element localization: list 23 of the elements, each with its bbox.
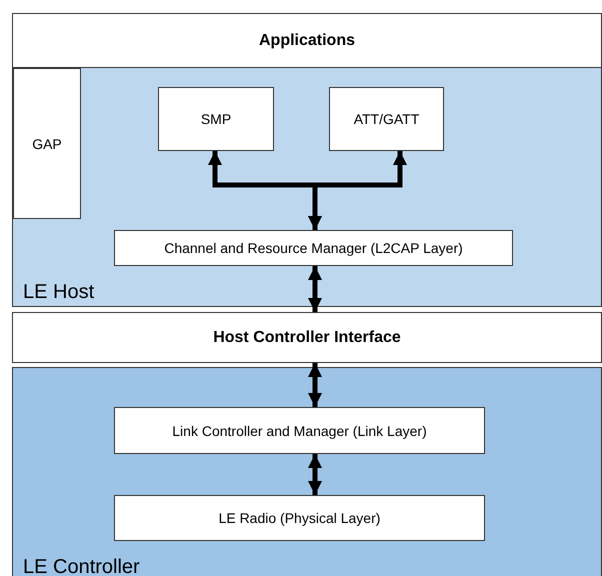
band-label: LE Controller	[23, 556, 140, 576]
double-arrow	[308, 454, 322, 495]
layer-band	[12, 367, 602, 576]
layer-band	[12, 67, 602, 307]
protocol-box	[158, 87, 274, 151]
box-label: SMP	[200, 111, 232, 127]
box-label: Channel and Resource Manager (L2CAP Layer)	[164, 240, 463, 256]
box-label: Link Controller and Manager (Link Layer)	[172, 422, 427, 438]
band-label: LE Host	[23, 281, 94, 304]
double-arrow	[308, 363, 322, 407]
box-label: Applications	[258, 32, 355, 50]
layer-box	[114, 495, 485, 541]
layer-box	[12, 312, 602, 363]
box-label: ATT/GATT	[354, 111, 420, 127]
box-label: LE Radio (Physical Layer)	[218, 510, 380, 526]
box-label: Host Controller Interface	[213, 328, 401, 346]
box-label: GAP	[32, 136, 62, 152]
protocol-box	[329, 87, 444, 151]
layer-box	[12, 13, 602, 68]
layer-box	[114, 407, 485, 454]
layer-box	[114, 230, 513, 266]
profile-box	[13, 68, 81, 219]
double-arrow	[308, 266, 322, 312]
